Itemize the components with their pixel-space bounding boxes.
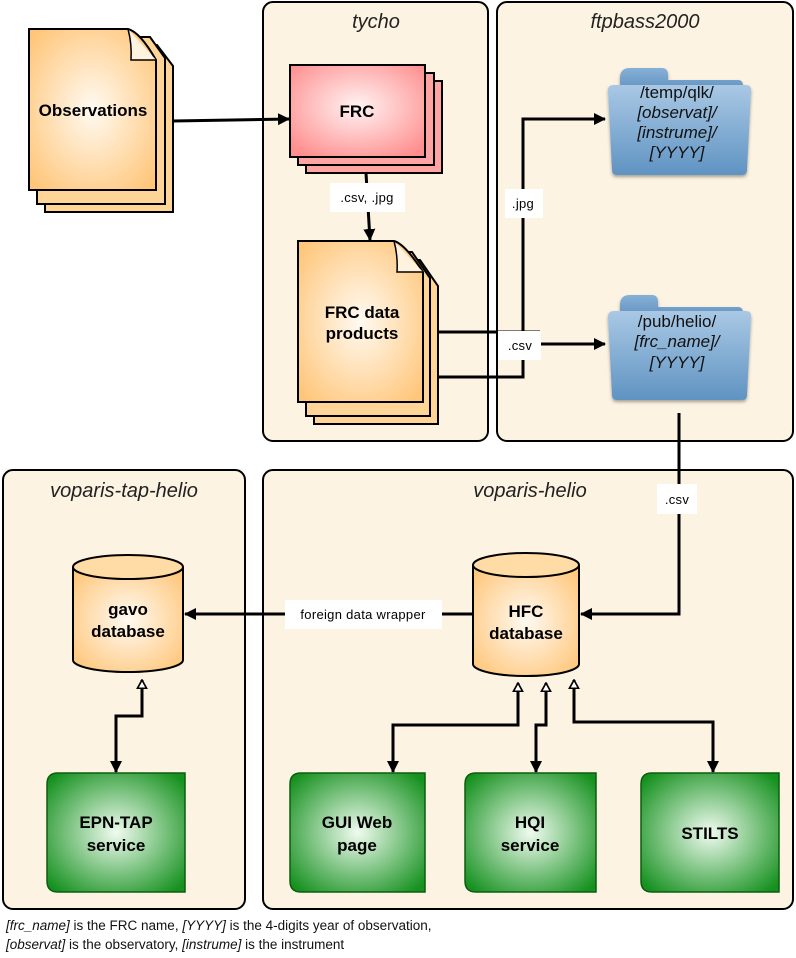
footnote-yyyy-token: [YYYY] bbox=[182, 918, 226, 933]
hfc-database-node: HFC database bbox=[472, 552, 580, 677]
edge-label-fdw: foreign data wrapper bbox=[285, 600, 442, 629]
folder-temp-qlk-text: /temp/qlk/ [observat]/ [instrume]/ [YYYY… bbox=[636, 83, 719, 162]
footnote-text: is the 4-digits year of observation, bbox=[225, 918, 432, 933]
svg-text:.csv, .jpg: .csv, .jpg bbox=[340, 190, 393, 205]
frc-data-products-label-line2: products bbox=[326, 324, 399, 343]
gui-web-page-node: GUI Web page bbox=[289, 772, 426, 893]
gui-web-label-line1: GUI Web bbox=[322, 813, 393, 832]
folder-helio-line2: [frc_name]/ bbox=[633, 332, 721, 351]
stilts-label: STILTS bbox=[681, 824, 738, 843]
footnote-instrume-token: [instrume] bbox=[182, 937, 242, 952]
folder-qlk-line4: [YYYY] bbox=[649, 143, 706, 162]
stilts-node: STILTS bbox=[640, 772, 780, 893]
footnote-observat-token: [observat] bbox=[6, 937, 66, 952]
hqi-label-line1: HQI bbox=[515, 813, 545, 832]
svg-text:.jpg: .jpg bbox=[512, 196, 534, 211]
edge-products-to-qlk bbox=[438, 113, 606, 379]
gavo-db-label-line2: database bbox=[91, 622, 165, 641]
edge-observations-to-frc bbox=[172, 113, 290, 126]
footnote-text: is the observatory, bbox=[65, 937, 183, 952]
folder-temp-qlk[interactable] bbox=[608, 68, 752, 175]
epn-tap-label-line2: service bbox=[87, 836, 146, 855]
edge-label-csv-hfc: .csv bbox=[657, 484, 697, 514]
hqi-label-line2: service bbox=[501, 836, 560, 855]
epn-tap-service-node: EPN-TAP service bbox=[46, 772, 186, 893]
footnote-line-2: [observat] is the observatory, [instrume… bbox=[6, 935, 431, 954]
group-label-tycho: tycho bbox=[352, 11, 400, 33]
hfc-db-label-line2: database bbox=[489, 624, 563, 643]
gavo-database-node: gavo database bbox=[72, 554, 184, 673]
edge-label-csv-jpg: .csv, .jpg bbox=[330, 183, 405, 212]
epn-tap-label-line1: EPN-TAP bbox=[79, 813, 152, 832]
folder-pub-helio[interactable] bbox=[608, 295, 752, 400]
group-label-voparis-helio: voparis-helio bbox=[473, 480, 586, 502]
edge-label-csv-helio: .csv bbox=[498, 331, 541, 360]
svg-text:foreign data wrapper: foreign data wrapper bbox=[300, 607, 426, 622]
svg-text:.csv: .csv bbox=[665, 492, 690, 507]
frc-node: FRC bbox=[289, 64, 443, 174]
hqi-service-node: HQI service bbox=[464, 772, 597, 893]
folder-qlk-line1: /temp/qlk/ bbox=[640, 83, 714, 102]
footnote-text: is the FRC name, bbox=[69, 918, 183, 933]
edge-helio-to-hfc bbox=[580, 413, 681, 620]
frc-data-products-label-line1: FRC data bbox=[325, 303, 400, 322]
gui-web-label-line2: page bbox=[337, 836, 377, 855]
frc-label: FRC bbox=[340, 102, 375, 121]
footnote-line-1: [frc_name] is the FRC name, [YYYY] is th… bbox=[6, 916, 431, 935]
footnote-text: is the instrument bbox=[241, 937, 345, 952]
observations-label: Observations bbox=[39, 101, 148, 120]
frc-data-products-node: FRC data products bbox=[297, 240, 439, 425]
edge-epn-tap-to-gavo bbox=[114, 680, 142, 740]
footnote: [frc_name] is the FRC name, [YYYY] is th… bbox=[6, 916, 431, 954]
folder-qlk-line3: [instrume]/ bbox=[636, 123, 719, 142]
footnote-frc-name-token: [frc_name] bbox=[6, 918, 70, 933]
group-label-voparis-tap-helio: voparis-tap-helio bbox=[50, 480, 198, 502]
observations-node: Observations bbox=[28, 28, 174, 213]
folder-helio-line3: [YYYY] bbox=[649, 353, 706, 372]
group-label-ftpbass2000: ftpbass2000 bbox=[591, 11, 700, 33]
folder-pub-helio-text: /pub/helio/ [frc_name]/ [YYYY] bbox=[633, 312, 721, 372]
gavo-db-label-line1: gavo bbox=[108, 600, 148, 619]
hfc-db-label-line1: HFC bbox=[509, 602, 544, 621]
folder-qlk-line2: [observat]/ bbox=[636, 103, 719, 122]
folder-helio-line1: /pub/helio/ bbox=[638, 312, 717, 331]
edge-label-jpg: .jpg bbox=[505, 189, 543, 218]
svg-text:.csv: .csv bbox=[508, 338, 533, 353]
